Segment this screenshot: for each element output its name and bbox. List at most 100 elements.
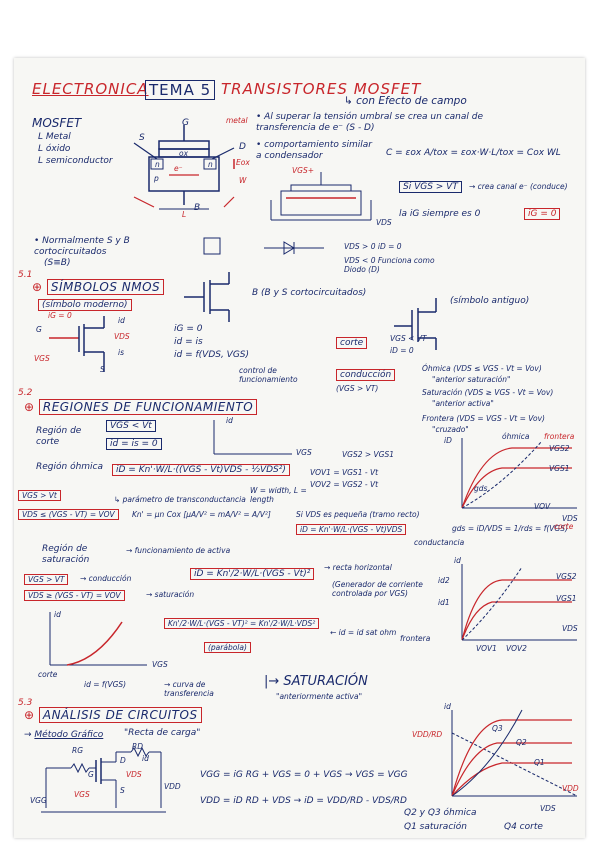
gate-loop-eq: VGG = iG RG + VGS = 0 + VGS → VGS = VGG bbox=[200, 770, 408, 780]
ig-zero-box: iG = 0 bbox=[524, 208, 561, 220]
kn-definition: Kn' = μn Cox [μA/V² = mA/V² = A/V²] bbox=[132, 510, 271, 519]
section-51-number: 5.1 bbox=[18, 270, 33, 280]
s-equals-b: (S≡B) bbox=[44, 258, 71, 268]
nmos-eq-id-is: id = is bbox=[174, 337, 203, 347]
graph2-vds: VDS bbox=[562, 514, 578, 523]
ohmica-condition-vds: VDS ≤ (VGS - VT) = VOV bbox=[18, 509, 119, 520]
ohmica-condition-vgs: VGS > Vt bbox=[18, 490, 61, 501]
page-title: TRANSISTORES MOSFET bbox=[221, 80, 422, 98]
nmos-label-vds: VDS bbox=[114, 332, 130, 341]
ohmica-region-label: Región óhmica bbox=[36, 462, 104, 472]
transfer-curve-graph bbox=[49, 612, 147, 666]
section-51-title: ⊕ SÍMBOLOS NMOS bbox=[32, 279, 165, 295]
circuit-vdd: VDD bbox=[164, 782, 181, 791]
corte-region-label: Región de corte bbox=[36, 426, 82, 447]
graphic-method: → Método Gráfico bbox=[24, 730, 104, 740]
current-source-note: (Generador de corriente controlada por V… bbox=[332, 580, 423, 598]
corte-graph-vgs: VGS bbox=[296, 448, 312, 457]
corte-label: corte bbox=[336, 337, 368, 349]
diagram-label-n2: n bbox=[208, 160, 213, 169]
transfer-curve-note: → curva de transferencia bbox=[164, 680, 214, 698]
graph5-id: id bbox=[444, 702, 451, 711]
vds-positive-note: VDS > 0 iD = 0 bbox=[344, 242, 402, 251]
mosfet-label: MOSFET bbox=[32, 116, 82, 130]
capacitance-formula: C = εox A/tox = εox·W·L/tox = Cox WL bbox=[386, 148, 561, 158]
graph3-frontera: frontera bbox=[400, 634, 431, 643]
diagram-label-s: S bbox=[139, 133, 145, 143]
channel-vds-label: VDS bbox=[376, 218, 392, 227]
nmos-label-s: S bbox=[100, 365, 105, 374]
ig-always-zero: la iG siempre es 0 bbox=[399, 209, 481, 219]
q1-note: Q1 saturación bbox=[404, 822, 467, 832]
diagram-label-w: W bbox=[239, 176, 247, 185]
nmos-label-ig: iG = 0 bbox=[48, 311, 72, 320]
ohmica-old-name: "anterior saturación" bbox=[432, 375, 511, 384]
nmos-label-is: is bbox=[118, 348, 124, 357]
saturation-big-label: |→ SATURACIÓN bbox=[264, 674, 368, 689]
layer-metal: L Metal bbox=[38, 132, 71, 142]
transfer-function: id = f(VGS) bbox=[84, 680, 127, 689]
graph2-corte: corte bbox=[554, 522, 574, 531]
corte-condition-2: iD = 0 bbox=[390, 346, 414, 355]
circuit-g: G bbox=[88, 770, 94, 779]
boundary-parabola-eq: Kn'/2·W/L·(VGS - VT)² = Kn'/2·W/L·VDS² bbox=[164, 618, 320, 629]
graph5-q3: Q3 bbox=[492, 724, 503, 733]
circuit-vds: VDS bbox=[126, 770, 142, 779]
antique-symbol-label: (símbolo antiguo) bbox=[450, 296, 530, 306]
diagram-label-d: D bbox=[239, 142, 246, 152]
frontera-condition: Frontera (VDS = VGS - Vt = Vov) bbox=[422, 414, 545, 423]
graph3-vgs1: VGS1 bbox=[556, 594, 577, 603]
bys-note: B (B y S cortocircuitados) bbox=[252, 288, 367, 298]
control-note: control de funcionamiento bbox=[239, 366, 298, 384]
diagram-label-eox: Eox bbox=[236, 158, 250, 167]
ohmica-current-eq: iD = Kn'·W/L·((VGS - Vt)VDS - ½VDS²) bbox=[112, 464, 290, 476]
graph5-vdd: VDD bbox=[562, 784, 579, 793]
section-52-title: ⊕ REGIONES DE FUNCIONAMIENTO bbox=[24, 399, 258, 415]
frontera-old-name: "cruzado" bbox=[432, 425, 469, 434]
corte-condition-1: VGS < VT bbox=[390, 334, 427, 343]
normally-shorted-note: • Normalmente S y B cortocircuitados bbox=[34, 236, 130, 257]
creates-channel-note: → crea canal e⁻ (conduce) bbox=[469, 182, 568, 191]
nmos-biasing-sketch bbox=[49, 316, 105, 372]
graph2-ohmica: óhmica bbox=[502, 432, 530, 441]
corte-graph bbox=[213, 420, 292, 455]
saturation-condition-vgs: VGS > VT bbox=[24, 574, 69, 585]
vov1-eq: VOV1 = VGS1 - Vt bbox=[310, 468, 379, 477]
modern-symbol-label: (símbolo moderno) bbox=[38, 299, 132, 311]
linear-ohmic-eq: iD = Kn'·W/L·(VGS - Vt)VDS bbox=[296, 524, 407, 535]
circuit-vgg: VGG bbox=[30, 796, 47, 805]
threshold-note: • Al superar la tensión umbral se crea u… bbox=[256, 112, 483, 133]
vgs-plus-label: VGS+ bbox=[292, 166, 314, 175]
conduccion-condition: (VGS > VT) bbox=[336, 384, 379, 393]
nmos-symbol-modern bbox=[184, 272, 230, 322]
graph5-q1: Q1 bbox=[534, 758, 545, 767]
nmos-label-id: id bbox=[118, 316, 125, 325]
graph4-id: id bbox=[54, 610, 61, 619]
notes-page: ELECTRONICA TEMA 5 TRANSISTORES MOSFET ↳… bbox=[14, 58, 585, 838]
graph3-vgs2: VGS2 bbox=[556, 572, 577, 581]
saturation-arrow-note: → funcionamiento de activa bbox=[126, 546, 231, 555]
gds-formula: gds = iD/VDS = 1/rds = f(VGS) bbox=[452, 524, 568, 533]
subject-title: ELECTRONICA bbox=[32, 80, 149, 98]
output-characteristic-graph bbox=[461, 438, 577, 509]
graph3-vov2: VOV2 bbox=[506, 644, 527, 653]
section-53-number: 5.3 bbox=[18, 698, 33, 708]
tema-badge: TEMA 5 bbox=[145, 80, 216, 100]
drain-loop-eq: VDD = iD RD + VDS → iD = VDD/RD - VDS/RD bbox=[200, 796, 407, 806]
saturation-current-eq: iD = Kn'/2·W/L·(VGS - Vt)² bbox=[190, 568, 315, 580]
load-line-graph bbox=[451, 709, 578, 797]
saturation-old-name: "anteriormente activa" bbox=[276, 692, 363, 701]
corte-region-eq-1: VGS < Vt bbox=[106, 420, 156, 432]
graph2-vgs1: VGS1 bbox=[549, 464, 570, 473]
graph5-vds: VDS bbox=[540, 804, 556, 813]
graph2-vov: VOV bbox=[534, 502, 551, 511]
circuit-rg: RG bbox=[72, 746, 84, 755]
circuit-rd: RD bbox=[132, 742, 143, 751]
circuit-s: S bbox=[120, 786, 125, 795]
nmos-eq-ig: iG = 0 bbox=[174, 324, 203, 334]
nmos-symbol-antique bbox=[394, 298, 437, 350]
section-52-number: 5.2 bbox=[18, 388, 33, 398]
diagram-label-metal: metal bbox=[226, 116, 248, 125]
width-length-note: W = width, L = length bbox=[250, 486, 307, 504]
saturation-region-label: Región de saturación bbox=[42, 544, 90, 565]
